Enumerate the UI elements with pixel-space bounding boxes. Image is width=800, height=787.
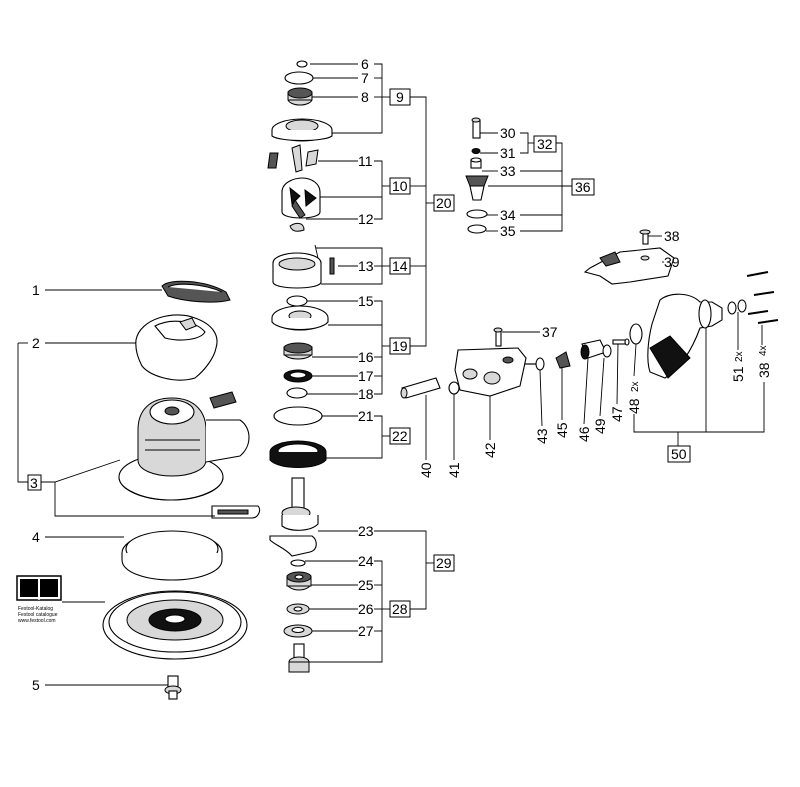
center-leader-lines (305, 63, 434, 663)
center-parts (267, 60, 335, 673)
label-20: 20 (436, 195, 452, 211)
label-22: 22 (392, 428, 408, 444)
label-47: 47 (609, 406, 625, 422)
label-10-box (389, 177, 411, 195)
label-34: 34 (500, 207, 516, 223)
part-3-sander-body (118, 391, 261, 519)
label-10: 10 (392, 178, 408, 194)
label-9: 9 (396, 89, 404, 105)
sanding-pad (102, 590, 248, 660)
label-28-box (389, 600, 411, 618)
part-1-switch-cover (161, 280, 231, 303)
label-33: 33 (500, 163, 516, 179)
label-22-box (389, 427, 411, 445)
label-25: 25 (358, 577, 374, 593)
label-12: 12 (358, 211, 374, 227)
label-37: 37 (542, 324, 558, 340)
qty-38: 4x (758, 345, 769, 356)
label-5: 5 (32, 677, 40, 693)
label-50-box (667, 445, 691, 463)
catalogue-book-icon: Festool-Katalog Festool catalogue www.fe… (16, 575, 62, 624)
label-1: 1 (32, 282, 40, 298)
label-3: 3 (30, 475, 38, 491)
suction-parts (400, 229, 779, 399)
label-38-top: 38 (664, 228, 680, 244)
catalogue-line-1: Festool-Katalog (18, 606, 53, 612)
valve-parts (465, 117, 489, 234)
label-39: 39 (664, 254, 680, 270)
label-50: 50 (671, 446, 687, 462)
label-38-right: 38 (756, 362, 772, 378)
part-2-housing-cover (135, 314, 218, 381)
label-48: 48 (626, 398, 642, 414)
label-42: 42 (482, 442, 498, 458)
suction-leader-lines (425, 235, 765, 460)
label-31: 31 (500, 145, 516, 161)
label-26: 26 (358, 601, 374, 617)
label-14-box (389, 257, 411, 275)
label-19-box (389, 337, 411, 355)
part-number-labels: 1 2 3 4 5 6 7 8 9 11 10 12 20 13 14 15 1… (27, 56, 772, 693)
label-9-box (389, 88, 411, 106)
label-36-box (571, 178, 595, 196)
label-29: 29 (436, 555, 452, 571)
catalogue-line-3: www.festool.com (18, 618, 56, 624)
label-11: 11 (358, 153, 373, 169)
label-32-box (533, 135, 557, 153)
label-6: 6 (361, 56, 369, 72)
label-29-box (433, 554, 455, 572)
label-14: 14 (392, 258, 408, 274)
label-23: 23 (358, 523, 374, 539)
label-17: 17 (358, 368, 374, 384)
label-3-box (27, 474, 42, 491)
label-20-box (433, 194, 455, 212)
label-40: 40 (418, 462, 434, 478)
label-16: 16 (358, 349, 374, 365)
label-15: 15 (358, 293, 374, 309)
label-28: 28 (392, 601, 408, 617)
label-19: 19 (392, 338, 408, 354)
label-24: 24 (358, 553, 374, 569)
label-30: 30 (500, 125, 516, 141)
label-27: 27 (358, 623, 374, 639)
label-32: 32 (537, 136, 553, 152)
label-36: 36 (575, 179, 591, 195)
label-45: 45 (554, 422, 570, 438)
label-2: 2 (32, 335, 40, 351)
label-43: 43 (534, 428, 550, 444)
label-51: 51 (730, 366, 746, 382)
catalogue-line-2: Festool catalogue (18, 612, 58, 618)
part-5-screw (164, 675, 182, 700)
label-13: 13 (358, 258, 374, 274)
label-46: 46 (576, 426, 592, 442)
label-18: 18 (358, 386, 374, 402)
left-leader-lines (17, 289, 215, 686)
label-21: 21 (358, 408, 374, 424)
label-49: 49 (592, 418, 608, 434)
label-41: 41 (446, 462, 462, 478)
qty-48: 2x (630, 381, 641, 392)
qty-51: 2x (734, 351, 745, 362)
label-8: 8 (361, 89, 369, 105)
part-4-ring (121, 530, 223, 581)
label-7: 7 (361, 70, 369, 86)
valve-leader-lines (480, 132, 572, 232)
label-4: 4 (32, 529, 40, 545)
label-35: 35 (500, 223, 516, 239)
